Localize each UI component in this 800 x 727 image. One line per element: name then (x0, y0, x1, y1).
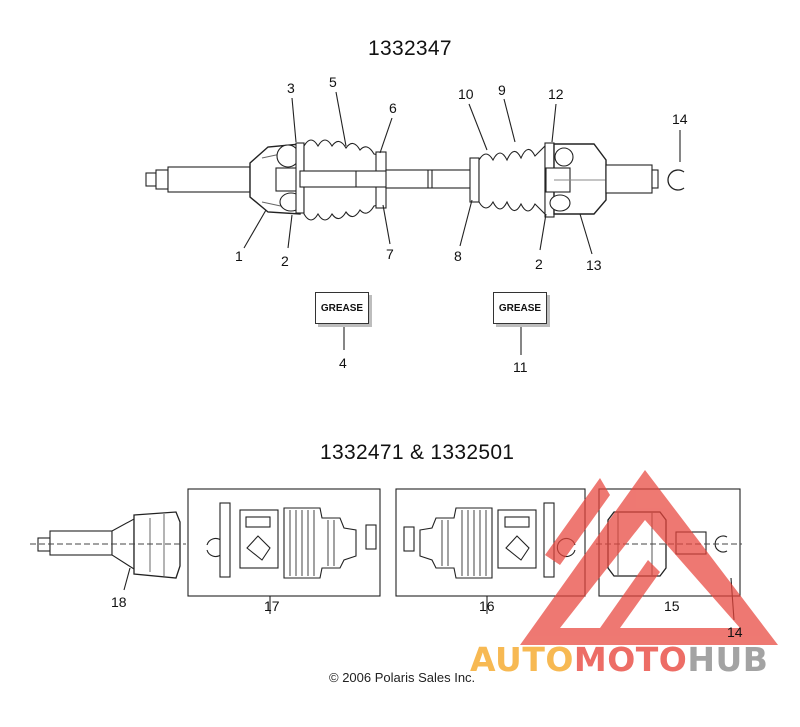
callout-2-left: 2 (281, 253, 289, 269)
callout-17: 17 (264, 598, 280, 614)
watermark-logo: AUTOMOTOHUB (470, 640, 768, 679)
grease-label-right: GREASE (493, 292, 547, 324)
callout-4: 4 (339, 355, 347, 371)
callout-16: 16 (479, 598, 495, 614)
callout-1: 1 (235, 248, 243, 264)
top-part-number: 1332347 (368, 37, 452, 60)
callout-15: 15 (664, 598, 680, 614)
callout-2-right: 2 (535, 256, 543, 272)
callout-7: 7 (386, 246, 394, 262)
callout-6: 6 (389, 100, 397, 116)
bottom-part-numbers: 1332471 & 1332501 (320, 441, 515, 464)
watermark-moto: MOTO (573, 640, 688, 679)
callout-5: 5 (329, 74, 337, 90)
callout-13: 13 (586, 257, 602, 273)
callout-14-top: 14 (672, 111, 688, 127)
watermark-triangle (520, 470, 778, 645)
callout-11: 11 (513, 359, 528, 375)
callout-14-bottom: 14 (727, 624, 743, 640)
callout-3: 3 (287, 80, 295, 96)
callout-9: 9 (498, 82, 506, 98)
watermark-auto: AUTO (470, 640, 574, 679)
grease-label-left: GREASE (315, 292, 369, 324)
watermark-hub: HUB (687, 640, 769, 679)
callout-12: 12 (548, 86, 564, 102)
callout-10: 10 (458, 86, 474, 102)
top-axle-assembly (145, 91, 685, 355)
callout-8: 8 (454, 248, 462, 264)
callout-18: 18 (111, 594, 127, 610)
copyright-text: © 2006 Polaris Sales Inc. (329, 670, 476, 685)
